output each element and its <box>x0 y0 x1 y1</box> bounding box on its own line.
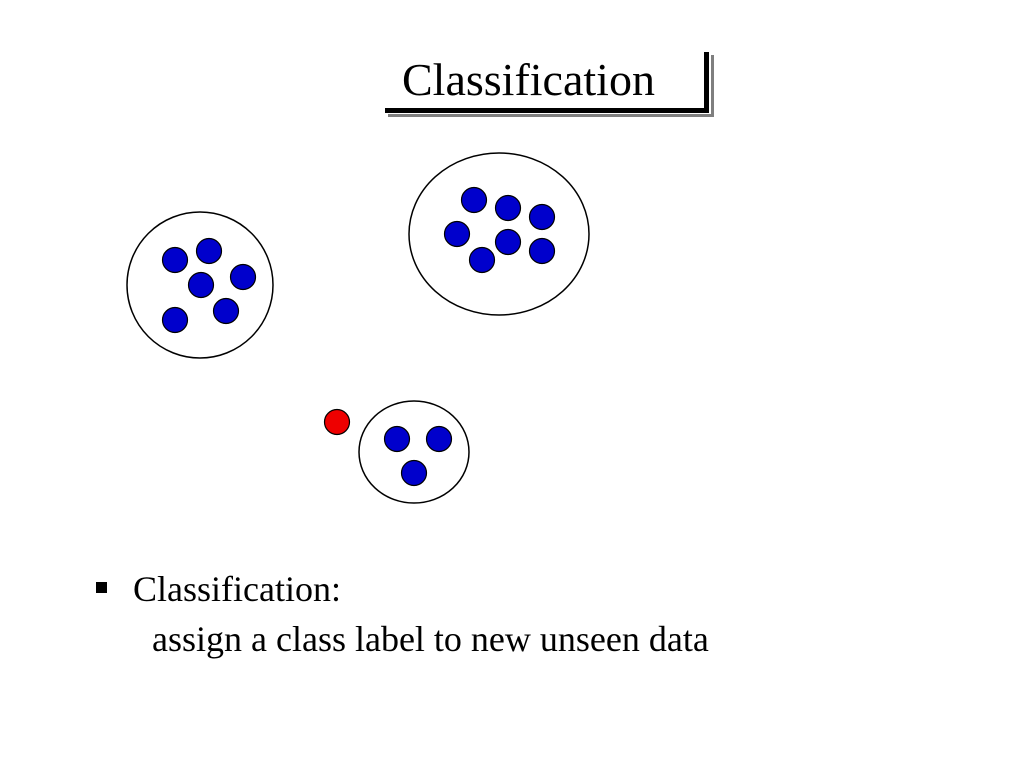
bullet-heading: Classification: <box>133 569 341 609</box>
data-point <box>528 203 556 231</box>
cluster-top-points <box>443 186 556 274</box>
cluster-left-points <box>161 237 257 334</box>
cluster-boundary-bottom <box>358 400 470 504</box>
data-point <box>383 425 411 453</box>
data-point <box>187 271 215 299</box>
data-point <box>528 237 556 265</box>
slide-title: Classification <box>402 54 655 105</box>
title-bar-shadow <box>711 55 714 116</box>
data-point <box>460 186 488 214</box>
title-underline-shadow <box>388 114 714 117</box>
data-point <box>229 263 257 291</box>
data-point <box>443 220 471 248</box>
title-underline <box>385 108 709 113</box>
cluster-boundary-left <box>126 211 274 359</box>
title-bar <box>704 52 709 113</box>
data-point <box>195 237 223 265</box>
bullet-item: Classification: <box>96 566 709 612</box>
new-unseen-point <box>323 408 351 436</box>
data-point <box>494 228 522 256</box>
cluster-bottom-points <box>383 425 453 487</box>
data-point <box>494 194 522 222</box>
data-point <box>400 459 428 487</box>
data-point <box>161 246 189 274</box>
bullet-text: assign a class label to new unseen data <box>152 619 709 659</box>
data-point <box>468 246 496 274</box>
bullet-marker <box>96 581 107 593</box>
bullet-list: Classification: assign a class label to … <box>96 566 709 662</box>
data-point <box>212 297 240 325</box>
cluster-boundary-top <box>408 152 590 316</box>
data-point <box>425 425 453 453</box>
data-point <box>161 306 189 334</box>
